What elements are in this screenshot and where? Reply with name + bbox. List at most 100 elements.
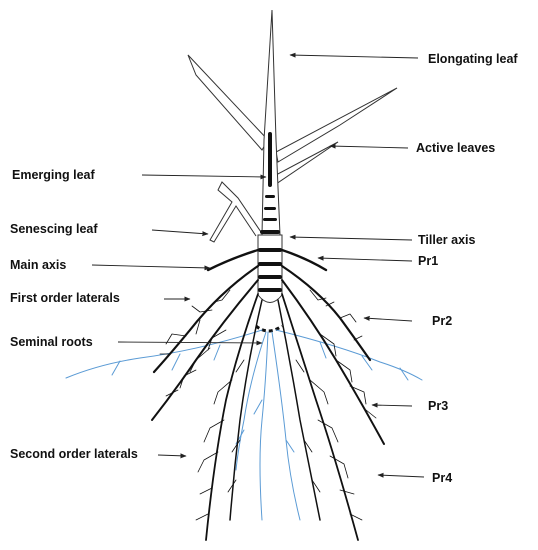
label-elongating-leaf: Elongating leaf — [428, 52, 518, 66]
arrow-pr2 — [363, 315, 413, 322]
lateral-root — [235, 359, 245, 373]
label-pr4: Pr4 — [432, 471, 452, 485]
node-mark — [264, 207, 276, 210]
seminal-lateral — [213, 344, 221, 361]
label-active-leaves: Active leaves — [416, 141, 495, 155]
root-pr1-right — [280, 248, 328, 272]
seminal-lateral — [285, 439, 295, 453]
root-pr3-left — [151, 279, 259, 421]
lateral-root — [311, 479, 321, 493]
lateral-root — [353, 335, 363, 341]
seminal-lateral — [171, 353, 181, 371]
root-pr1-left — [206, 248, 260, 272]
label-second-order-laterals: Second order laterals — [10, 447, 138, 461]
label-seminal-roots: Seminal roots — [10, 335, 93, 349]
emerging-leaf-mark — [268, 132, 272, 187]
arrow-senescing-leaf — [151, 229, 209, 237]
lateral-root — [231, 439, 241, 453]
node-mark — [258, 288, 282, 292]
lateral-root — [213, 379, 233, 405]
lateral-root — [203, 419, 225, 443]
root-pr2-right — [280, 264, 372, 362]
lateral-root — [339, 313, 357, 323]
lateral-root — [179, 369, 197, 389]
nodes — [255, 132, 283, 333]
senescing-leaf — [209, 181, 264, 243]
arrow-pr4 — [377, 472, 425, 478]
tiller-base — [257, 234, 283, 303]
lateral-roots — [159, 289, 377, 521]
node-mark — [258, 262, 282, 266]
arrow-emerging-leaf — [141, 174, 267, 180]
seminal-root-left — [65, 329, 263, 379]
arrow-pr3 — [371, 402, 413, 408]
leaves — [187, 9, 398, 303]
node-mark — [263, 218, 277, 221]
seminal-lateral — [319, 341, 327, 359]
label-pr1: Pr1 — [418, 254, 438, 268]
lateral-root — [195, 319, 201, 335]
lateral-root — [309, 379, 329, 405]
label-tiller-axis: Tiller axis — [418, 233, 475, 247]
lateral-root — [339, 489, 355, 495]
elongating-leaf — [261, 9, 281, 236]
seminal-root-center-left — [235, 331, 267, 471]
label-pr2: Pr2 — [432, 314, 452, 328]
root-pr2-left — [152, 264, 260, 374]
lateral-root — [349, 385, 367, 405]
active-leaf-left — [187, 54, 269, 151]
lateral-root — [325, 301, 335, 307]
lateral-root — [319, 333, 337, 357]
seminal-lateral — [361, 355, 373, 371]
label-senescing-leaf: Senescing leaf — [10, 222, 98, 236]
active-leaf-right-upper — [275, 87, 398, 163]
lateral-root — [365, 409, 377, 419]
arrow-pr1 — [317, 255, 413, 262]
lateral-root — [317, 419, 339, 443]
lateral-root — [309, 289, 327, 301]
root-inner-left — [229, 299, 263, 521]
root-pr4-left — [205, 293, 259, 541]
seminal-lateral — [399, 367, 409, 381]
seminal-lateral — [111, 360, 121, 376]
seminal-root-right — [275, 329, 423, 381]
label-main-axis: Main axis — [10, 258, 66, 272]
arrow-active-leaves — [329, 143, 409, 149]
node-mark — [258, 248, 282, 252]
lateral-root — [295, 359, 305, 373]
lateral-root — [335, 359, 353, 383]
lateral-root — [303, 439, 313, 453]
seminal-root-center — [259, 331, 269, 521]
seminal-node — [255, 324, 283, 333]
seminal-lateral — [253, 399, 263, 415]
lateral-root — [329, 455, 349, 479]
lateral-root — [213, 289, 231, 303]
lateral-root — [165, 389, 179, 397]
annotation-arrows — [91, 52, 425, 478]
arrow-second-order-laterals — [157, 453, 187, 459]
lateral-root — [165, 333, 187, 345]
label-emerging-leaf: Emerging leaf — [12, 168, 95, 182]
arrow-elongating-leaf — [289, 52, 419, 59]
lateral-root — [197, 451, 219, 473]
arrow-seminal-roots — [117, 340, 263, 346]
labels: Elongating leaf Active leaves Emerging l… — [10, 52, 518, 485]
node-mark — [258, 275, 282, 279]
seminal-roots — [65, 329, 423, 521]
node-mark — [265, 195, 275, 198]
root-inner-right — [277, 299, 321, 521]
root-pr4-right — [281, 293, 359, 541]
lateral-root — [349, 513, 363, 521]
lateral-root — [195, 513, 209, 521]
arrow-tiller-axis — [289, 234, 413, 241]
lateral-root — [227, 479, 237, 493]
label-first-order-laterals: First order laterals — [10, 291, 120, 305]
lateral-root — [207, 329, 227, 351]
lateral-root — [191, 305, 213, 313]
node-mark — [260, 230, 280, 234]
lateral-root — [199, 487, 213, 495]
lateral-root — [189, 347, 211, 373]
label-pr3: Pr3 — [428, 399, 448, 413]
